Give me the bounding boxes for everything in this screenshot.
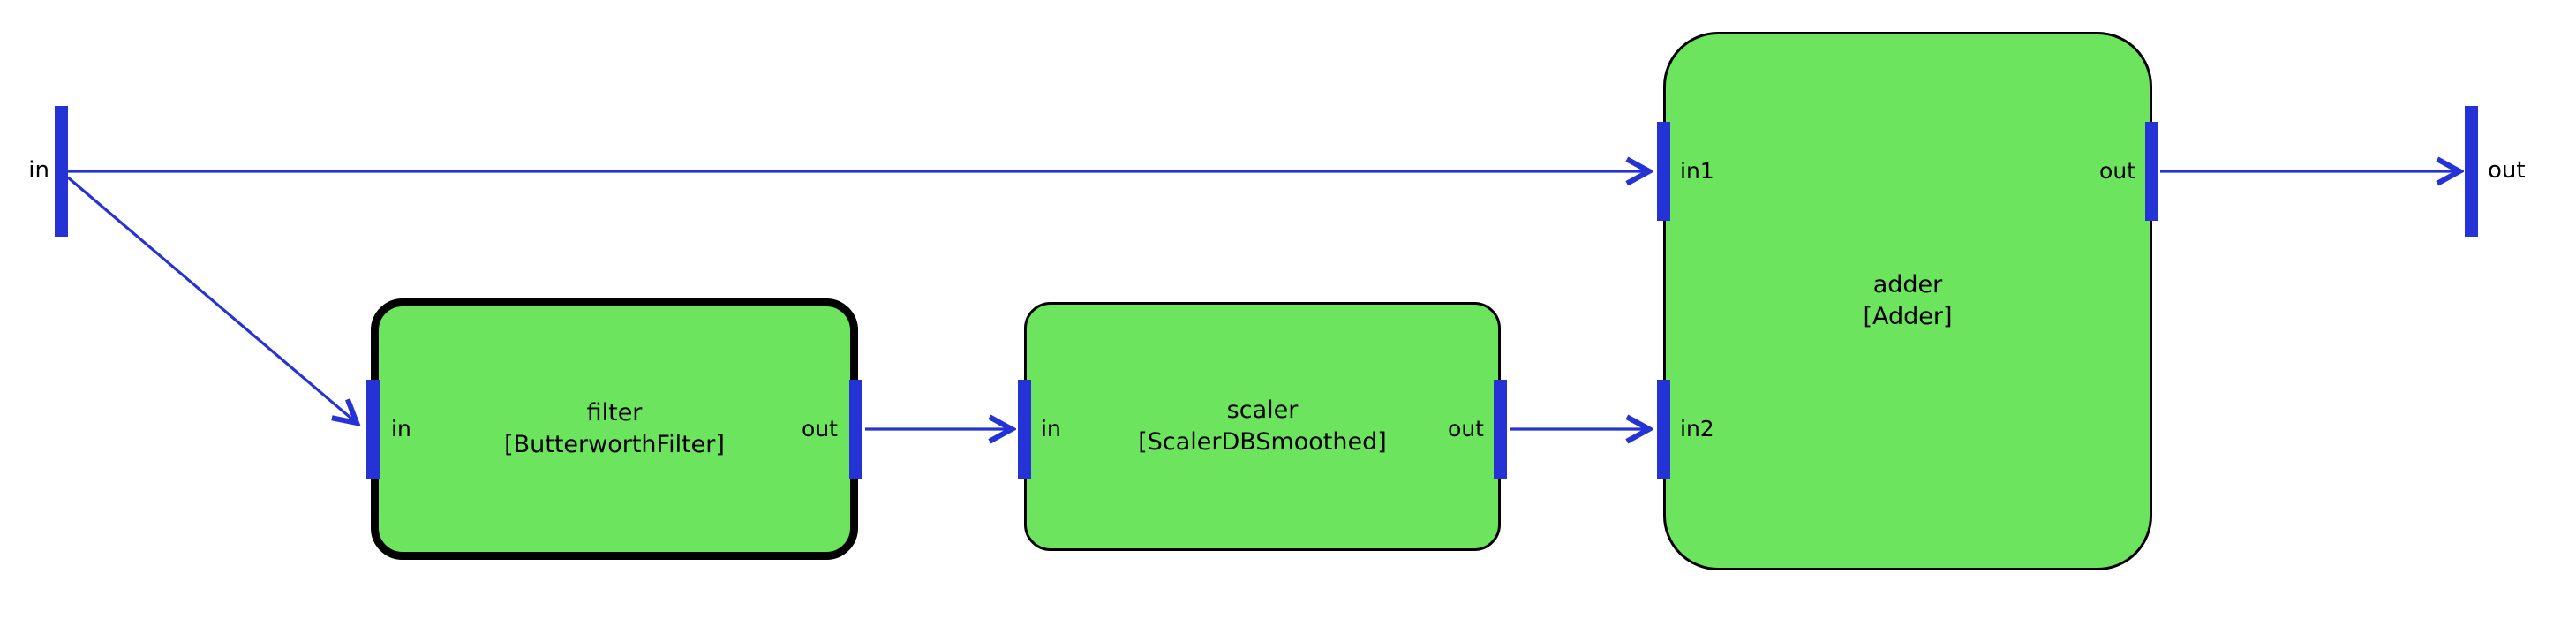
scaler-inport-in-label: in [1041, 416, 1061, 442]
filter-outport-out-label: out [802, 416, 838, 442]
block-filter-name: filter [586, 398, 643, 426]
block-filter-type: [ButterworthFilter] [504, 431, 725, 458]
external-port-out[interactable] [2465, 106, 2478, 237]
adder-inport-in2[interactable] [1657, 380, 1670, 479]
external-port-in[interactable] [55, 106, 68, 237]
external-port-in-label: in [28, 157, 49, 184]
block-scaler-name: scaler [1226, 396, 1299, 424]
adder-outport-out[interactable] [2145, 122, 2158, 221]
scaler-outport-out[interactable] [1494, 380, 1507, 479]
block-scaler[interactable]: scaler [ScalerDBSmoothed] in out [1018, 302, 1507, 551]
block-filter[interactable]: filter [ButterworthFilter] in out [366, 298, 862, 560]
external-port-out-label: out [2488, 157, 2526, 184]
adder-inport-in1[interactable] [1657, 122, 1670, 221]
scaler-inport-in[interactable] [1018, 380, 1031, 479]
filter-outport-out[interactable] [849, 380, 862, 479]
adder-inport-in2-label: in2 [1680, 416, 1714, 442]
block-adder-type: [Adder] [1863, 303, 1953, 330]
adder-inport-in1-label: in1 [1680, 158, 1714, 184]
block-scaler-type: [ScalerDBSmoothed] [1138, 428, 1387, 456]
scaler-outport-out-label: out [1448, 416, 1484, 442]
connection-in-to-filter-in[interactable] [66, 176, 357, 423]
adder-outport-out-label: out [2099, 158, 2135, 184]
filter-inport-in[interactable] [366, 380, 380, 479]
filter-inport-in-label: in [391, 416, 411, 442]
block-adder-name: adder [1872, 270, 1943, 298]
block-adder[interactable]: adder [Adder] in1 in2 out [1657, 32, 2158, 570]
